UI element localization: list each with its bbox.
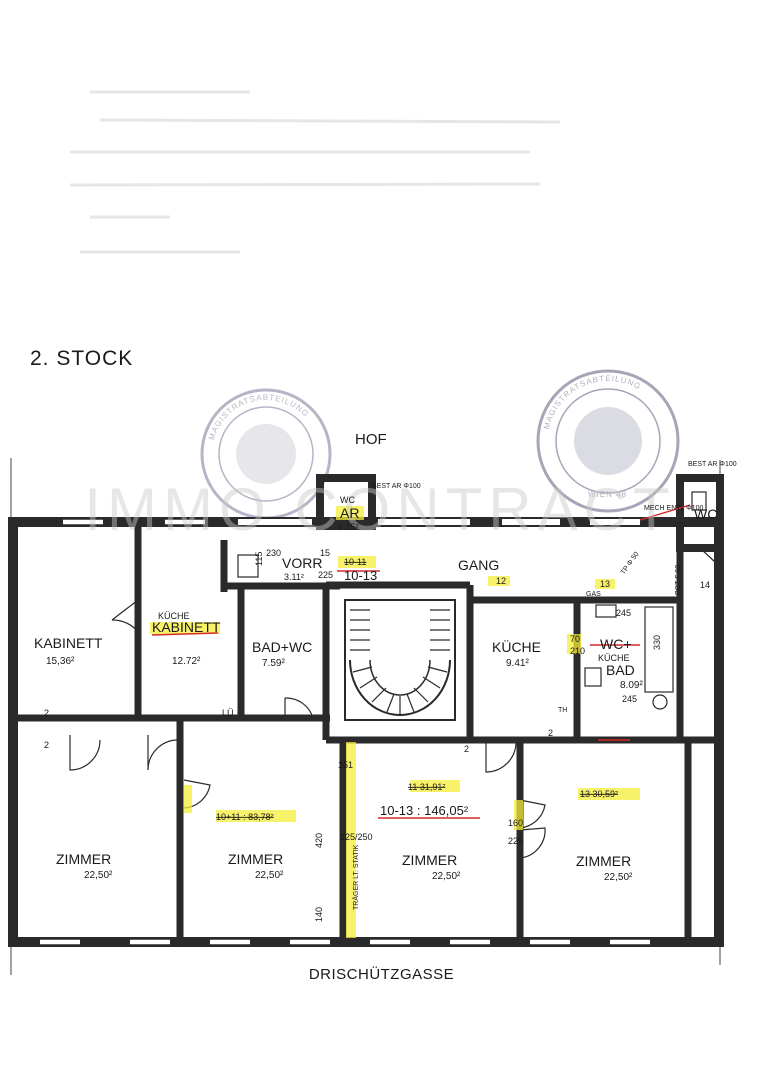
dim-245b: 245 <box>622 694 637 704</box>
kabinett2-area: 12.72² <box>172 656 201 667</box>
wc-bad-area: 8.09² <box>620 680 643 691</box>
kabinett2-note: KÜCHE <box>158 611 190 621</box>
struck-13: 13 30,59² <box>580 789 618 799</box>
dim-210: 210 <box>570 646 585 656</box>
kueche-area: 9.41² <box>506 658 529 669</box>
struck-10-11: 10+11 : 83,78² <box>216 812 274 822</box>
best-ar-right: BEST AR Φ100 <box>688 461 737 468</box>
n2-c: 2 <box>464 744 469 754</box>
dim-151: 151 <box>338 760 353 770</box>
wc-bad-name3: BAD <box>606 662 635 678</box>
wc-bad-name: WC+ <box>600 636 632 652</box>
wc-right-name: WC <box>694 506 717 522</box>
zimmer2-area: 22,50² <box>255 870 284 881</box>
vorr-area: 3.11² <box>284 572 304 582</box>
zimmer4-name: ZIMMER <box>576 853 631 869</box>
n14: 14 <box>700 580 710 590</box>
wc-ar-name1: WC <box>340 495 355 505</box>
n2-b: 2 <box>44 740 49 750</box>
traeger: TRÄGER LT. STATIK <box>352 844 360 910</box>
dim-140: 140 <box>314 907 324 922</box>
wc-ar-area: 1.15² <box>338 522 359 532</box>
struck-11: 11 31,91² <box>408 782 445 792</box>
gas: GAS <box>586 591 601 598</box>
dim-420: 420 <box>314 833 324 848</box>
gang-name: GANG <box>458 557 499 573</box>
unit-top-struck: 10-11 <box>344 557 366 567</box>
zimmer1-area: 22,50² <box>84 870 113 881</box>
kabinett-name: KABINETT <box>34 635 103 651</box>
court-label: HOF <box>355 431 387 448</box>
dim-230: 230 <box>266 548 281 558</box>
dim-225b: 225 <box>508 836 523 846</box>
pot: POT F 90 <box>675 565 682 595</box>
staircase <box>344 599 456 721</box>
unit-top: 10-13 <box>344 568 377 583</box>
faded-text-lines <box>69 90 561 254</box>
th: TH <box>558 707 567 714</box>
n2-a: 2 <box>44 708 49 718</box>
zimmer2-name: ZIMMER <box>228 851 283 867</box>
n12: 12 <box>496 576 506 586</box>
kabinett2-name: KABINETT <box>152 619 221 635</box>
zimmer4-area: 22,50² <box>604 872 633 883</box>
wc-bad-name2: KÜCHE <box>598 653 630 663</box>
tp: TP Φ 50 <box>620 551 641 576</box>
bad-wc-area: 7.59² <box>262 658 285 669</box>
fixtures <box>237 491 707 710</box>
dim-15: 15 <box>320 548 330 558</box>
dim-330: 330 <box>652 635 662 650</box>
mech-entl: MECH ENTL Φ100 <box>644 505 704 512</box>
floor-title: 2. STOCK <box>30 347 134 370</box>
lue: LÜ <box>222 708 234 718</box>
dim-225: 225 <box>318 570 333 580</box>
doors <box>69 547 716 859</box>
zimmer1-name: ZIMMER <box>56 851 111 867</box>
street-label: DRISCHÜTZGASSE <box>308 966 455 983</box>
unit-total: 10-13 : 146,05² <box>380 803 469 818</box>
kueche-name: KÜCHE <box>492 638 541 655</box>
n13: 13 <box>600 579 610 589</box>
room-labels: KABINETT 15,36² KÜCHE KABINETT 12.72² BA… <box>34 495 717 883</box>
vorr-name: VORR <box>282 555 322 571</box>
wc-ar-name2: AR <box>340 505 359 521</box>
zimmer3-name: ZIMMER <box>402 852 457 868</box>
n2-d: 2 <box>548 728 553 738</box>
zimmer3-area: 22,50² <box>432 871 461 882</box>
kabinett-area: 15,36² <box>46 656 75 667</box>
dim-70: 70 <box>570 634 580 644</box>
dim-225-250: 225/250 <box>340 832 373 842</box>
best-ar-left: BEST AR Φ100 <box>372 483 421 490</box>
dim-160: 160 <box>508 818 523 828</box>
highlights <box>150 506 640 938</box>
bad-wc-name: BAD+WC <box>252 639 312 655</box>
annotations: 10-13 10-11 10-13 : 146,05² 11 31,91² 10… <box>44 461 737 922</box>
watermark: IMMO CONTRACT <box>84 476 675 543</box>
dim-115: 115 <box>254 552 264 566</box>
dim-245a: 245 <box>616 608 631 618</box>
red-marks <box>151 504 691 819</box>
walls <box>8 474 724 947</box>
stamp-right-bottom: WIEN 48 <box>588 490 627 499</box>
